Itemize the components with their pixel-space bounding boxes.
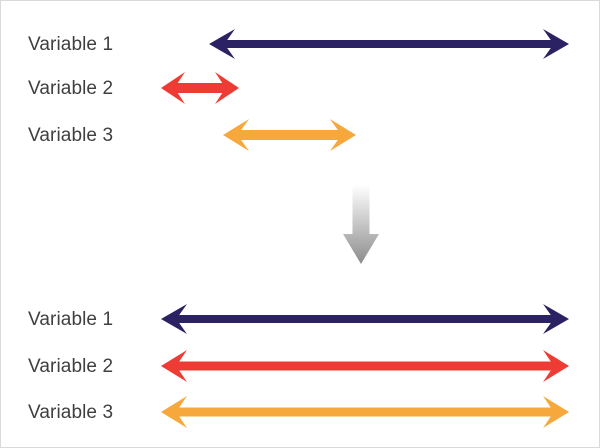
bottom-label-variable-2: Variable 2 xyxy=(28,356,114,377)
bottom-label-variable-3: Variable 3 xyxy=(28,402,114,423)
arrow-shape xyxy=(161,396,569,428)
bottom-label-variable-1: Variable 1 xyxy=(28,309,114,330)
arrow-shape xyxy=(209,29,569,59)
arrow-shape xyxy=(161,304,569,334)
arrow-shape xyxy=(223,119,356,151)
arrow-shape xyxy=(161,72,239,104)
down-arrow-shape xyxy=(343,185,379,264)
top-label-variable-1: Variable 1 xyxy=(28,34,114,55)
top-label-variable-3: Variable 3 xyxy=(28,125,114,146)
arrow-shape xyxy=(161,350,569,382)
top-label-variable-2: Variable 2 xyxy=(28,78,114,99)
